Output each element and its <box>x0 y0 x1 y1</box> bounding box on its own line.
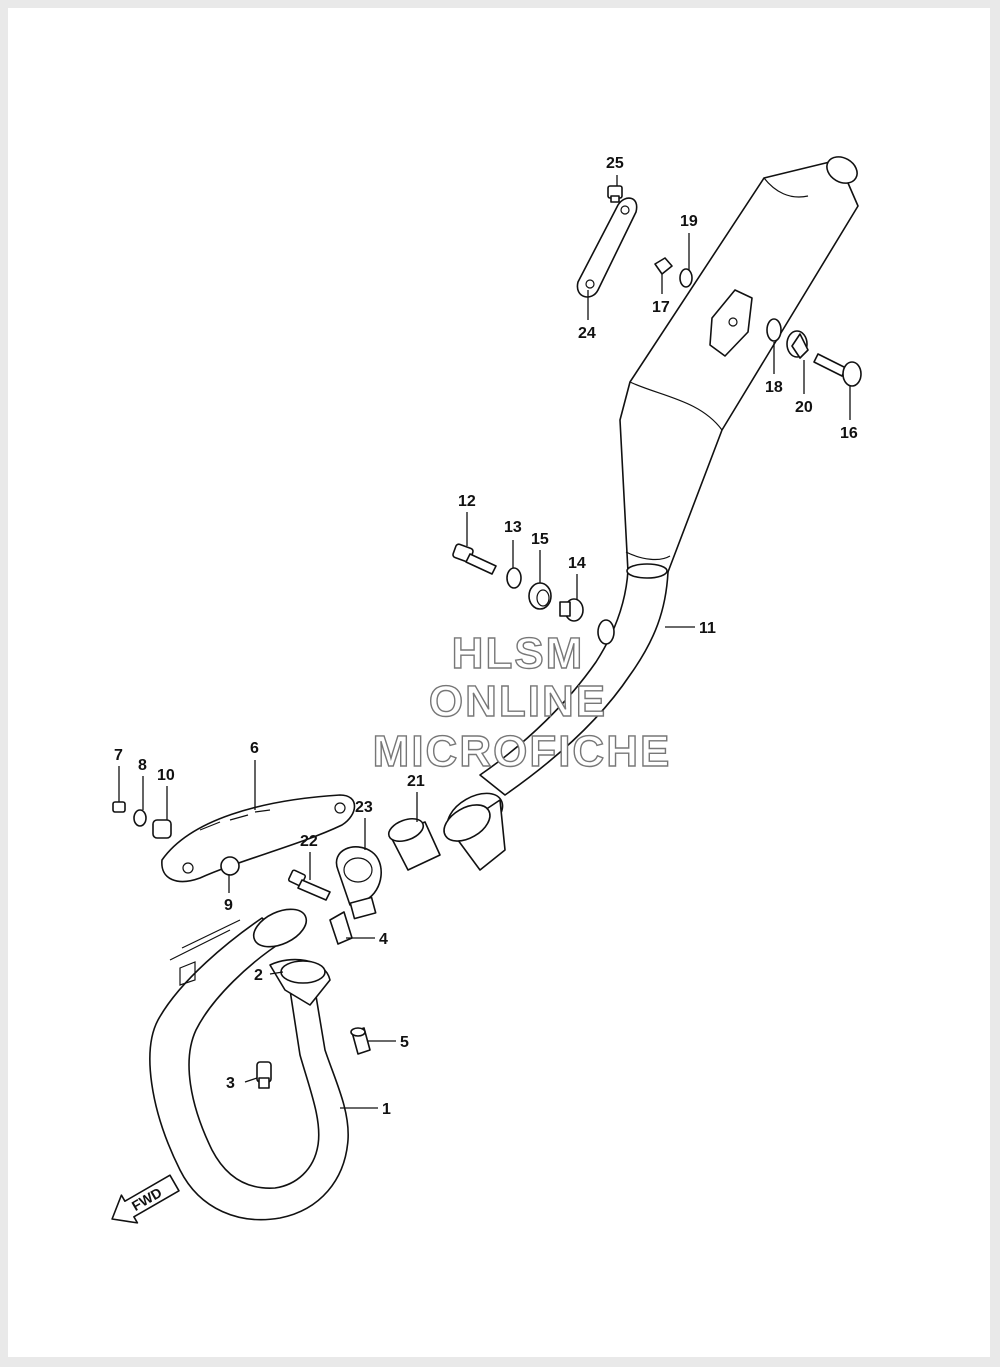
muffler-strap <box>576 197 638 298</box>
callout-20: 20 <box>795 399 813 416</box>
callout-14: 14 <box>568 555 586 572</box>
callout-22: 22 <box>300 833 318 850</box>
pipe-clamp <box>335 846 382 920</box>
leader-lines <box>118 175 851 1109</box>
bracket-hardware <box>112 801 240 876</box>
rear-hardware <box>654 257 862 387</box>
callout-24: 24 <box>578 325 596 342</box>
clamp-bolt-22 <box>287 869 331 901</box>
callout-3: 3 <box>226 1075 235 1092</box>
fwd-arrow: FWD <box>111 1174 180 1224</box>
callout-12: 12 <box>458 493 476 510</box>
callout-15: 15 <box>531 531 549 548</box>
watermark-line-1: HLSM <box>452 629 585 678</box>
callout-7: 7 <box>114 747 123 764</box>
callout-1: 1 <box>382 1101 391 1118</box>
callout-16: 16 <box>840 425 858 442</box>
callout-18: 18 <box>765 379 783 396</box>
callout-13: 13 <box>504 519 522 536</box>
joint-gasket <box>387 817 441 871</box>
callout-19: 19 <box>680 213 698 230</box>
callout-9: 9 <box>224 897 233 914</box>
callout-8: 8 <box>138 757 147 774</box>
callout-11: 11 <box>699 620 716 637</box>
callout-10: 10 <box>157 767 175 784</box>
watermark-line-3: MICROFICHE <box>373 727 672 776</box>
callout-labels: 25 19 17 24 18 20 16 12 13 15 14 11 7 6 … <box>114 155 858 1118</box>
callout-6: 6 <box>250 740 259 757</box>
callout-5: 5 <box>400 1034 409 1051</box>
muffler-bracket <box>161 794 356 883</box>
flange-bolt-3 <box>256 1061 272 1089</box>
muffler <box>443 156 859 871</box>
watermark: HLSM ONLINE MICROFICHE <box>372 628 672 776</box>
callout-4: 4 <box>379 931 388 948</box>
mid-hardware <box>452 543 584 622</box>
stud-4 <box>329 911 353 945</box>
callout-21: 21 <box>407 773 425 790</box>
callout-25: 25 <box>606 155 624 172</box>
bolt-25 <box>607 185 623 203</box>
nut-5 <box>350 1027 371 1055</box>
callout-17: 17 <box>652 299 670 316</box>
callout-2: 2 <box>254 967 263 984</box>
callout-23: 23 <box>355 799 373 816</box>
header-pipe <box>149 908 349 1221</box>
watermark-line-2: ONLINE <box>429 677 607 726</box>
